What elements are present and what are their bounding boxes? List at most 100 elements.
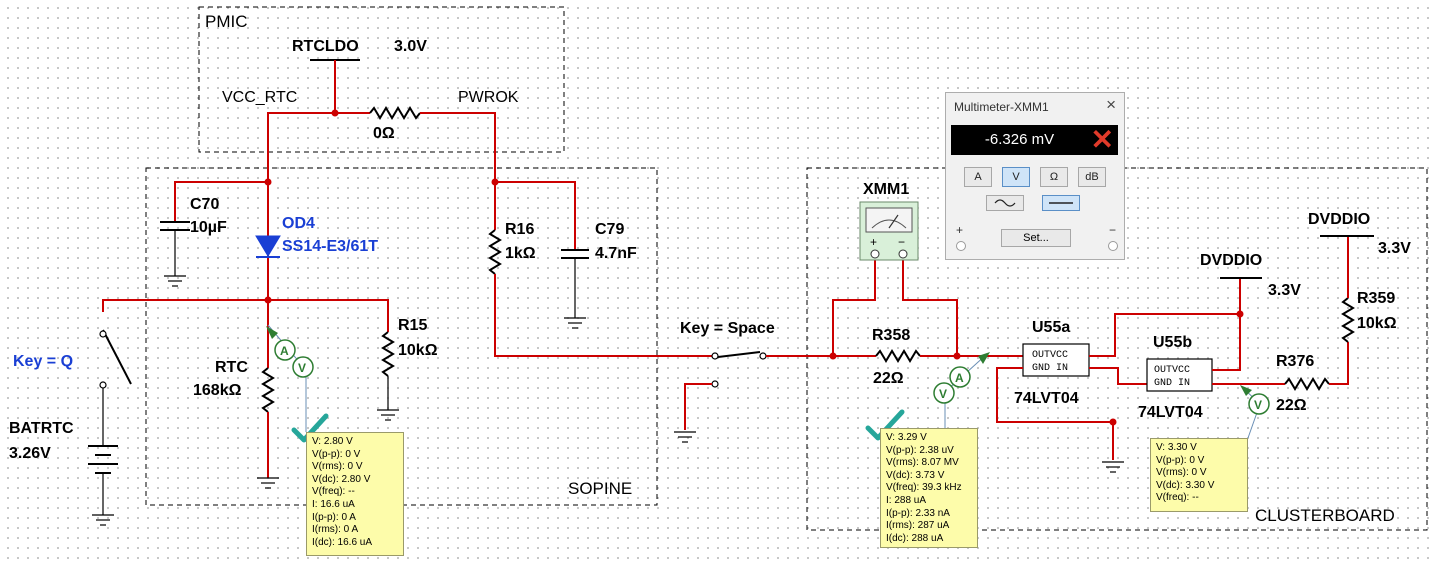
- dvddio2-voltage: 3.3V: [1378, 240, 1411, 257]
- multimeter-display: -6.326 mV ✕: [951, 124, 1118, 155]
- probe2-line: I(p-p): 2.33 nA: [886, 507, 950, 519]
- c79-value: 4.7nF: [595, 245, 637, 262]
- probe1-line: V: 2.80 V: [312, 436, 353, 447]
- probe2-line: I: 288 uA: [886, 494, 927, 506]
- sopine-label: SOPINE: [568, 479, 632, 498]
- mid-rail: [102, 299, 389, 332]
- close-icon[interactable]: ×: [1106, 95, 1116, 114]
- xmm1-minus-lead: [902, 258, 958, 356]
- u55-ground-net: [996, 367, 1114, 460]
- r358-resistor: [875, 349, 921, 363]
- r358-ref: R358: [872, 327, 910, 344]
- u55b-ref: U55b: [1153, 334, 1192, 351]
- dvddio1-net-label: DVDDIO: [1200, 252, 1262, 269]
- rtcldo-net-label: RTCLDO: [292, 38, 359, 55]
- rtc-ref: RTC: [215, 359, 248, 376]
- pmic-block: [198, 6, 565, 153]
- od4-diode: [255, 235, 281, 257]
- probe3-readout: V: 3.30 V V(p-p): 0 V V(rms): 0 V V(dc):…: [1150, 438, 1248, 512]
- probe2-line: V: 3.29 V: [886, 432, 927, 443]
- key-q-switch-blade[interactable]: [102, 329, 132, 385]
- u55b-vcc-wire: [1212, 278, 1241, 371]
- key-q-label: Key = Q: [13, 353, 73, 370]
- pwrok-wire: [420, 112, 496, 182]
- r15-value: 10kΩ: [398, 342, 438, 359]
- probe2-arrow: [978, 352, 990, 364]
- rtc-value: 168kΩ: [193, 382, 242, 399]
- xmm1-plus-sign: +: [870, 235, 877, 249]
- r16-bottom-wire: [494, 274, 712, 357]
- probe1-readout: V: 2.80 V V(p-p): 0 V V(rms): 0 V V(dc):…: [306, 432, 404, 556]
- probe3-voltmeter-icon: [1248, 393, 1270, 415]
- u55-ground: [1102, 461, 1124, 473]
- dvddio1-voltage: 3.3V: [1268, 282, 1301, 299]
- xmm1-multimeter-symbol[interactable]: [859, 201, 919, 261]
- c70-value: 10µF: [190, 219, 227, 236]
- r15-ref: R15: [398, 317, 427, 334]
- probe2-voltmeter-letter: V: [939, 387, 947, 401]
- c70-ref: C70: [190, 196, 219, 213]
- probe1-check-icon: [291, 413, 329, 443]
- c79-wire: [495, 181, 576, 250]
- key-space-ground: [674, 431, 696, 443]
- key-space-contact-left: [711, 352, 719, 360]
- voltmeter-mode-button[interactable]: V: [1002, 167, 1030, 187]
- probe2-voltmeter-icon: [933, 382, 955, 404]
- u55b-pin-bot: GND IN: [1154, 378, 1190, 389]
- r16-ref: R16: [505, 221, 534, 238]
- probe2-line: V(dc): 3.73 V: [886, 469, 945, 481]
- u55b-part: 74LVT04: [1138, 404, 1203, 421]
- probe3-line: V(freq): --: [1156, 492, 1199, 504]
- probe2-line: I(rms): 287 uA: [886, 520, 950, 532]
- probe3-arrow: [1240, 385, 1252, 396]
- pmic-label: PMIC: [205, 12, 248, 31]
- ammeter-mode-button[interactable]: A: [964, 167, 992, 187]
- u55a-pin-bot: GND IN: [1032, 363, 1068, 374]
- probe3-voltmeter-letter: V: [1254, 398, 1262, 412]
- multimeter-plus-terminal[interactable]: [956, 241, 966, 251]
- multimeter-plus-sign: +: [956, 223, 964, 237]
- probe2-line: V(freq): 39.3 kHz: [886, 482, 962, 494]
- probe3-line: V: 3.30 V: [1156, 442, 1197, 453]
- error-x-icon: ✕: [1090, 124, 1114, 155]
- u55a-out-wire: [1089, 313, 1240, 357]
- ohmmeter-mode-button[interactable]: Ω: [1040, 167, 1068, 187]
- c70-wire: [174, 181, 268, 222]
- key-space-switch-blade[interactable]: [717, 351, 761, 358]
- decibel-mode-button[interactable]: dB: [1078, 167, 1106, 187]
- od4-ref: OD4: [282, 215, 315, 232]
- multimeter-window[interactable]: Multimeter-XMM1 × -6.326 mV ✕ A V Ω dB +…: [945, 92, 1125, 260]
- r376-to-r359-wire: [1329, 342, 1349, 385]
- probe1-voltmeter-letter: V: [298, 361, 306, 375]
- r358-value: 22Ω: [873, 370, 904, 387]
- clusterboard-label: CLUSTERBOARD: [1255, 506, 1395, 525]
- multimeter-set-button[interactable]: Set...: [1001, 229, 1071, 247]
- probe1-voltmeter-icon: [292, 356, 314, 378]
- c79-ref: C79: [595, 221, 624, 238]
- r359-resistor: [1341, 297, 1355, 343]
- key-space-label: Key = Space: [680, 320, 775, 337]
- ac-mode-button[interactable]: [986, 195, 1024, 211]
- r359-value: 10kΩ: [1357, 315, 1397, 332]
- c79-ground: [564, 317, 586, 329]
- key-q-contact-bot: [99, 381, 107, 389]
- r376-resistor: [1284, 377, 1330, 391]
- dc-mode-button[interactable]: [1042, 195, 1080, 211]
- probe2-ammeter-letter: A: [955, 371, 964, 385]
- sopine-block: [145, 167, 658, 506]
- u55a-chip: [1022, 343, 1090, 377]
- key-q-contact-top: [99, 330, 107, 338]
- r-zero-ohm: [369, 106, 421, 120]
- rtc-resistor: [261, 367, 275, 413]
- junction-dots: [264, 109, 1244, 426]
- vcc-rtc-label: VCC_RTC: [222, 89, 297, 106]
- multimeter-reading: -6.326 mV: [984, 131, 1055, 148]
- probe2-line: V(rms): 8.07 MV: [886, 457, 959, 469]
- r376-ref: R376: [1276, 353, 1314, 370]
- pwrok-label: PWROK: [458, 89, 519, 106]
- r376-value: 22Ω: [1276, 397, 1307, 414]
- r15-resistor: [381, 331, 395, 377]
- probe1-line: V(rms): 0 V: [312, 461, 363, 473]
- multimeter-minus-terminal[interactable]: [1108, 241, 1118, 251]
- xmm1-ref: XMM1: [863, 181, 909, 198]
